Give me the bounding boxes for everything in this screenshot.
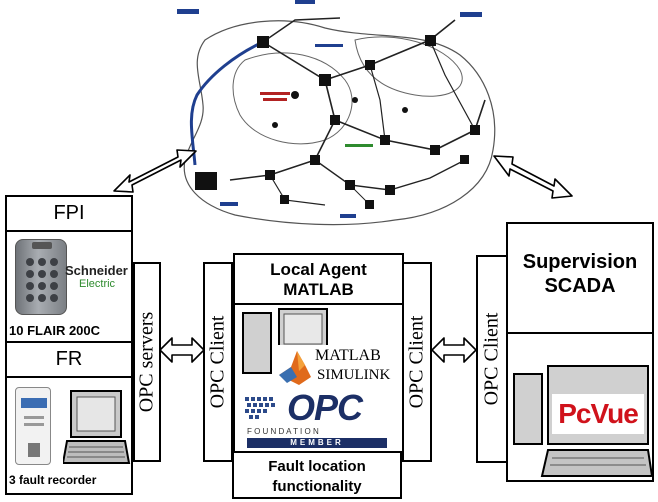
arrow-agent-to-scada [431,337,477,363]
fr-divider [7,376,131,378]
fault-location-box: Fault location functionality [232,451,402,499]
local-agent-title: Local Agent MATLAB [235,260,402,300]
schneider-brand-line2: Electric [79,278,116,290]
scada-title-line1: Supervision [522,251,638,273]
arrow-map-to-fpi [113,149,197,193]
opc-globe-icon [245,397,275,419]
fpi-divider [7,230,131,232]
fpi-panel: FPI Schneider Electric 10 FLAIR 200C [5,195,133,343]
opc-foundation-logo: OPC F O U N D A T I O N MEMBER [243,387,393,449]
agent-opc-client-right: OPC Client [402,262,432,462]
matlab-simulink-logo: MATLAB SIMULINK [275,345,400,391]
flair-device-image [15,239,67,315]
fr-device-label: 3 fault recorder [9,473,97,487]
matlab-membrane-icon [279,351,311,385]
computer-icon [242,308,328,374]
local-agent-title-line1: Local Agent [270,260,367,279]
schneider-brand-line1: Schneider [65,263,128,278]
opc-text: OPC [287,387,363,428]
local-agent-divider [235,303,402,305]
matlab-text: MATLAB [315,347,381,364]
schneider-logo: Schneider Electric [65,263,131,290]
scada-panel: Supervision SCADA PcVue [506,222,654,482]
opc-member-banner: MEMBER [247,438,387,448]
distribution-network-map [177,0,496,226]
fr-panel: FR 3 fault recorder [5,341,133,495]
local-agent-panel: Local Agent MATLAB MATLAB SIMULINK [233,253,404,461]
fpi-device-label: 10 FLAIR 200C [9,323,101,338]
arrow-servers-to-agent [159,337,205,363]
fault-location-line2: functionality [272,478,362,495]
agent-opc-client-left: OPC Client [203,262,233,462]
scada-opc-client-box: OPC Client [476,255,508,463]
opc-servers-label: OPC servers [135,311,158,413]
scada-divider [508,332,652,334]
simulink-text: SIMULINK [317,367,391,383]
local-agent-title-line2: MATLAB [283,280,354,299]
scada-title-line2: SCADA [544,275,616,297]
fpi-title: FPI [53,202,85,224]
agent-left-client-label: OPC Client [206,315,229,409]
arrow-map-to-scada [493,155,573,199]
opc-foundation-text: F O U N D A T I O N [247,427,319,436]
laptop-icon [63,390,131,464]
fr-title: FR [55,348,83,370]
scada-client-label: OPC Client [480,312,503,406]
pcvue-logo: PcVue [552,394,644,434]
fault-recorder-image [15,387,51,465]
scada-title: Supervision SCADA [508,250,652,298]
fault-location-line1: Fault location [268,458,366,475]
agent-right-client-label: OPC Client [405,315,428,409]
opc-servers-box: OPC servers [133,262,161,462]
